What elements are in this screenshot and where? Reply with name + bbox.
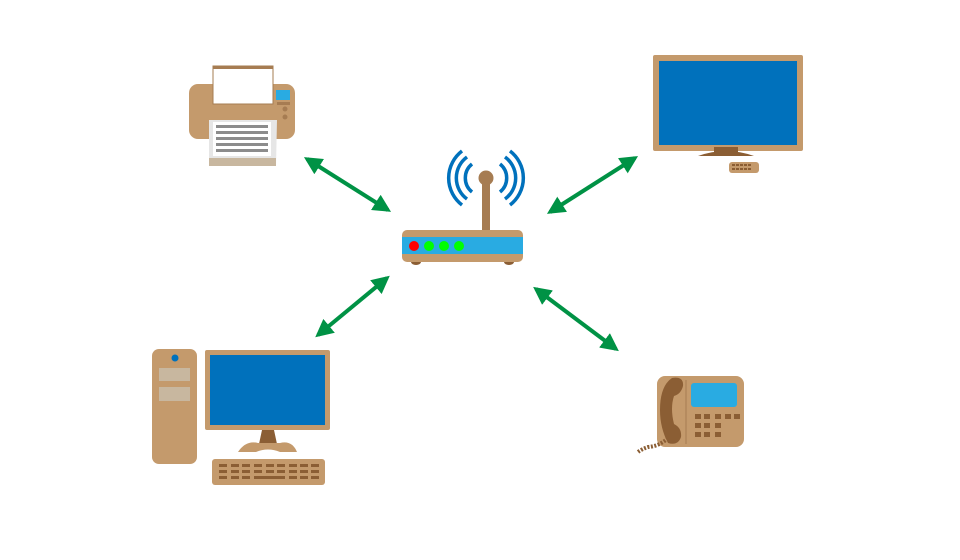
led-green xyxy=(454,241,464,251)
monitor-icon xyxy=(653,55,803,173)
arrow-router-monitor xyxy=(546,156,639,214)
desktop-computer-icon xyxy=(152,349,330,485)
led-red xyxy=(409,241,419,251)
printer-icon xyxy=(189,65,295,166)
router-icon xyxy=(402,149,526,265)
led-green xyxy=(424,241,434,251)
desk-phone-icon xyxy=(636,376,744,454)
arrow-router-phone xyxy=(533,286,619,352)
connection-arrows xyxy=(303,156,639,352)
arrow-router-desktop xyxy=(315,275,390,338)
arrow-router-printer xyxy=(303,157,392,212)
led-green xyxy=(439,241,449,251)
